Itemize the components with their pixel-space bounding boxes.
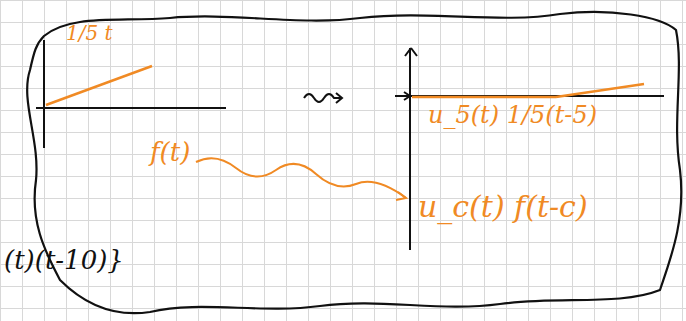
cloud-outline: [27, 12, 681, 313]
arrow-head: [396, 192, 406, 200]
ramp-line: [46, 66, 152, 105]
y-axis: [409, 48, 411, 250]
shifted-ramp: [556, 84, 644, 97]
axis-arrow: [405, 48, 417, 56]
handwritten-label: u_5(t) 1/5(t-5): [428, 102, 597, 128]
x-axis: [36, 107, 226, 109]
zero-segment: [412, 96, 556, 99]
handwritten-label: (t)(t-10)}: [4, 246, 124, 275]
axis-arrow: [404, 92, 410, 100]
squiggle-arrow: [196, 158, 406, 198]
handwritten-label: u_c(t) f(t-c): [418, 190, 588, 223]
handwritten-label: 1/5 t: [66, 22, 113, 44]
y-axis: [43, 40, 45, 148]
handwritten-label: f(t): [150, 138, 190, 167]
x-axis: [395, 95, 664, 97]
squiggle-arrow: [304, 93, 342, 103]
